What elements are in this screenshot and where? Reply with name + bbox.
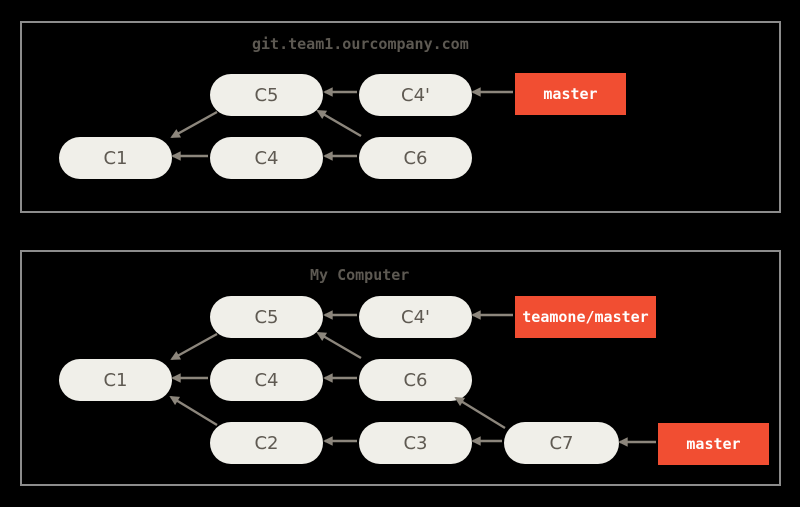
commit-node-c6: C6 — [359, 359, 472, 401]
commit-node-c2: C2 — [210, 422, 323, 464]
commit-node-c1: C1 — [59, 359, 172, 401]
commit-node-c4-prime: C4' — [359, 74, 472, 116]
commit-node-c1: C1 — [59, 137, 172, 179]
branch-label-master: master — [658, 423, 769, 465]
commit-node-c4: C4 — [210, 137, 323, 179]
commit-node-c3: C3 — [359, 422, 472, 464]
panel-title-remote: git.team1.ourcompany.com — [252, 35, 469, 53]
commit-node-c7: C7 — [504, 422, 619, 464]
panel-remote-repo: git.team1.ourcompany.com C5 C4' C1 C4 C6… — [20, 21, 781, 213]
commit-node-c4-prime: C4' — [359, 296, 472, 338]
commit-node-c5: C5 — [210, 296, 323, 338]
commit-node-c6: C6 — [359, 137, 472, 179]
panel-title-local: My Computer — [310, 266, 410, 284]
commit-node-c4: C4 — [210, 359, 323, 401]
branch-label-master: master — [515, 73, 626, 115]
panel-my-computer: My Computer C5 C4' C1 C4 C6 C2 C3 C7 tea… — [20, 250, 781, 486]
branch-label-teamone-master: teamone/master — [515, 296, 656, 338]
commit-node-c5: C5 — [210, 74, 323, 116]
